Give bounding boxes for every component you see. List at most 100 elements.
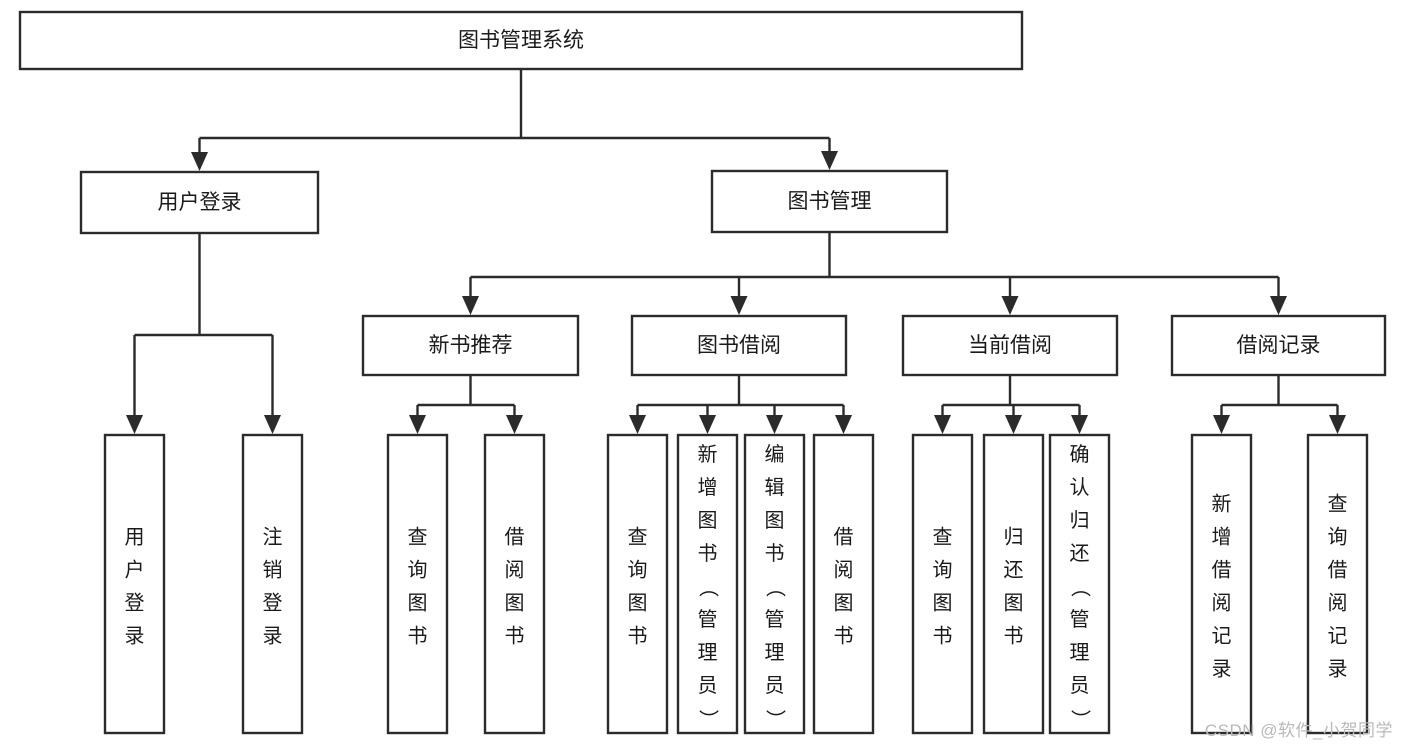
- svg-text:销: 销: [263, 559, 283, 582]
- svg-text:新: 新: [1212, 493, 1232, 516]
- node-labels: 图书管理系统用户登录图书管理新书推荐图书借阅当前借阅借阅记录用户登录注销登录查询…: [125, 29, 1348, 729]
- svg-text:管: 管: [1070, 608, 1090, 631]
- node-box-leaf-query-book-3[interactable]: [911, 433, 974, 735]
- node-box-leaf-return-book[interactable]: [982, 433, 1045, 735]
- arrow-head-icon: [629, 415, 646, 434]
- node-box-leaf-add-book[interactable]: [676, 433, 739, 735]
- svg-text:借: 借: [1328, 559, 1348, 582]
- svg-text:图: 图: [834, 593, 854, 615]
- svg-text:新: 新: [698, 443, 718, 466]
- svg-text:认: 认: [1070, 476, 1090, 499]
- arrow-head-icon: [409, 415, 426, 434]
- svg-text:查: 查: [408, 526, 428, 549]
- node-box-leaf-borrow-book-1[interactable]: [483, 433, 546, 735]
- svg-text:询: 询: [628, 559, 648, 582]
- svg-text:图: 图: [408, 593, 428, 615]
- node-box-new-book-rec[interactable]: [361, 314, 580, 377]
- svg-text:查: 查: [1328, 493, 1348, 516]
- svg-text:录: 录: [1328, 659, 1348, 681]
- node-box-user-login[interactable]: [79, 170, 320, 235]
- arrow-head-icon: [699, 415, 716, 434]
- node-box-leaf-confirm-return[interactable]: [1048, 433, 1111, 735]
- svg-text:图: 图: [933, 593, 953, 615]
- svg-text:员: 员: [765, 675, 785, 697]
- svg-text:理: 理: [698, 642, 718, 664]
- svg-text:借: 借: [834, 526, 854, 549]
- csdn-watermark: CSDN @软件_小贺同学: [1204, 721, 1393, 740]
- svg-text:书: 书: [933, 625, 953, 648]
- svg-text:（: （: [1069, 577, 1092, 597]
- svg-text:查: 查: [933, 526, 953, 549]
- arrow-head-icon: [126, 415, 143, 434]
- svg-text:理: 理: [765, 642, 785, 664]
- arrow-head-icon: [835, 415, 852, 434]
- node-box-leaf-query-record[interactable]: [1306, 433, 1369, 735]
- node-box-current-borrow[interactable]: [901, 314, 1119, 377]
- svg-text:记: 记: [1328, 625, 1348, 648]
- node-box-leaf-query-book-1[interactable]: [386, 433, 449, 735]
- arrow-head-icon: [462, 296, 479, 315]
- arrow-head-icon: [1213, 415, 1230, 434]
- svg-text:管: 管: [698, 608, 718, 631]
- svg-text:询: 询: [408, 559, 428, 582]
- svg-text:归: 归: [1070, 509, 1090, 532]
- arrow-head-icon: [264, 415, 281, 434]
- svg-text:）: ）: [1069, 709, 1092, 729]
- svg-text:确: 确: [1070, 443, 1090, 466]
- svg-text:查: 查: [628, 526, 648, 549]
- svg-text:辑: 辑: [765, 476, 785, 499]
- arrow-head-icon: [730, 296, 748, 315]
- node-box-leaf-query-book-2[interactable]: [606, 433, 669, 735]
- svg-text:询: 询: [933, 559, 953, 582]
- svg-text:阅: 阅: [834, 559, 854, 582]
- node-label-book-borrow: 图书借阅: [697, 334, 781, 357]
- svg-text:）: ）: [697, 709, 720, 729]
- svg-text:户: 户: [125, 559, 145, 582]
- svg-text:（: （: [697, 577, 720, 597]
- svg-text:）: ）: [764, 709, 787, 729]
- node-box-book-manage[interactable]: [710, 169, 949, 234]
- node-box-leaf-user-logout[interactable]: [241, 433, 304, 735]
- svg-text:书: 书: [834, 625, 854, 648]
- node-box-book-borrow[interactable]: [630, 314, 848, 377]
- node-box-leaf-borrow-book-2[interactable]: [812, 433, 875, 735]
- svg-text:书: 书: [628, 625, 648, 648]
- svg-text:图: 图: [505, 593, 525, 615]
- svg-text:归: 归: [1004, 526, 1024, 549]
- node-box-root[interactable]: [18, 10, 1024, 71]
- node-label-current-borrow: 当前借阅: [968, 334, 1052, 357]
- svg-text:登: 登: [263, 592, 283, 615]
- svg-text:录: 录: [125, 626, 145, 648]
- svg-text:图: 图: [628, 593, 648, 615]
- svg-text:管: 管: [765, 608, 785, 631]
- node-label-new-book-rec: 新书推荐: [429, 334, 513, 357]
- arrow-head-icon: [1005, 415, 1022, 434]
- svg-text:理: 理: [1070, 642, 1090, 664]
- svg-text:图: 图: [1004, 593, 1024, 615]
- svg-text:书: 书: [698, 542, 718, 565]
- node-boxes: [18, 10, 1387, 735]
- node-box-leaf-user-login[interactable]: [103, 433, 166, 735]
- svg-text:还: 还: [1070, 542, 1090, 565]
- node-box-borrow-record[interactable]: [1170, 314, 1387, 377]
- svg-text:阅: 阅: [1328, 592, 1348, 615]
- node-label-root: 图书管理系统: [458, 29, 584, 52]
- node-box-leaf-edit-book[interactable]: [743, 433, 806, 735]
- node-box-leaf-add-record[interactable]: [1190, 433, 1253, 735]
- arrow-head-icon: [821, 151, 838, 170]
- svg-text:图: 图: [765, 510, 785, 532]
- svg-text:阅: 阅: [505, 559, 525, 582]
